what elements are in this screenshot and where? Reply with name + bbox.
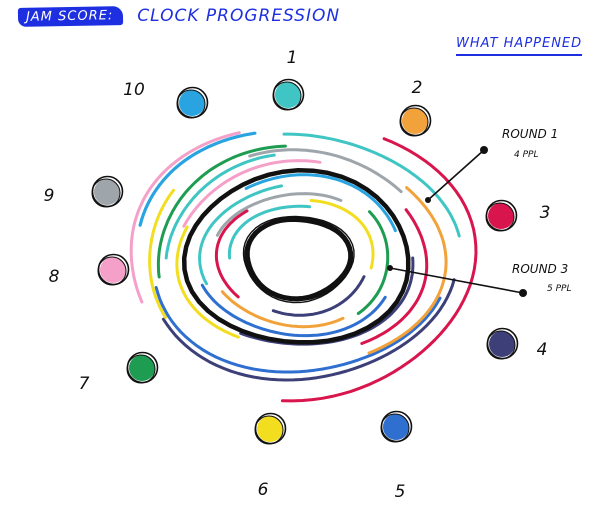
participant-marker-9: 9	[44, 175, 124, 208]
spiral-arc-1	[198, 184, 283, 286]
participant-number-3: 3	[540, 203, 551, 223]
spiral-arc-4	[161, 278, 456, 382]
spiral-arc-6	[175, 225, 240, 339]
page-title: CLOCK PROGRESSION	[137, 6, 341, 26]
participant-ring-inner-3	[485, 202, 515, 232]
spiral-arc-6	[148, 188, 175, 319]
participant-markers: 1 2 3 4 5 6 7 8 9 10	[44, 48, 551, 502]
participant-number-5: 5	[395, 482, 406, 502]
participant-dot-10	[179, 90, 205, 116]
round3-label: ROUND 3	[512, 262, 568, 276]
spiral-arc-1	[282, 132, 461, 238]
participant-marker-7: 7	[79, 351, 159, 394]
participant-number-7: 7	[79, 374, 90, 394]
spiral-arc-9	[215, 192, 343, 237]
participant-number-10: 10	[123, 80, 145, 100]
round-boundary-line	[244, 216, 354, 302]
participant-marker-6: 6	[254, 412, 287, 500]
round3-pointer-end	[519, 289, 527, 297]
participant-dot-5	[383, 414, 409, 440]
round-annotations: ROUND 1 4 PPL ROUND 3 5 PPL	[387, 127, 571, 297]
participant-dot-3	[488, 203, 514, 229]
participant-ring-inner-10	[176, 89, 206, 119]
round1-detail: 4 PPL	[514, 150, 538, 160]
spiral-arc-1	[164, 153, 276, 260]
spiral-arc-10	[244, 173, 397, 233]
spiral-arc-8	[129, 131, 241, 304]
spiral-arc-7	[356, 210, 390, 315]
inner-sketch-line	[242, 215, 355, 304]
spiral-arc-8	[182, 159, 322, 228]
participant-number-4: 4	[537, 340, 548, 360]
participant-dot-1	[275, 82, 301, 108]
participant-marker-1: 1	[272, 48, 305, 111]
spiral-arc-7	[156, 144, 287, 279]
participant-ring-inner-7	[126, 354, 156, 384]
participant-ring-inner-2	[399, 107, 429, 137]
spiral-arc-5	[200, 283, 387, 338]
participant-ring-inner-8	[97, 256, 127, 286]
participant-dot-4	[489, 331, 515, 357]
participant-ring-inner-6	[254, 415, 284, 445]
participant-marker-5: 5	[380, 410, 413, 502]
participant-marker-4: 4	[486, 327, 548, 360]
participant-ring-inner-4	[486, 330, 516, 360]
participant-number-8: 8	[49, 267, 60, 287]
round1-pointer-line	[427, 149, 485, 201]
inner-sketch-line	[248, 220, 351, 299]
participant-ring-inner-9	[91, 178, 121, 208]
participant-dot-7	[129, 355, 155, 381]
spiral-arc-6	[309, 198, 375, 270]
participant-number-9: 9	[44, 186, 55, 206]
spiral-arc-4	[271, 275, 366, 317]
round-boundary-line	[181, 168, 411, 345]
spiral-arc-1	[227, 204, 312, 260]
participant-ring-inner-1	[272, 81, 302, 111]
participant-marker-3: 3	[485, 199, 551, 232]
participant-ring-inner-5	[380, 413, 410, 443]
spiral-arc-9	[248, 148, 403, 194]
participant-marker-10: 10	[123, 80, 209, 119]
spiral-arc-3	[280, 137, 478, 403]
participant-marker-8: 8	[49, 253, 130, 287]
participant-number-2: 2	[412, 78, 423, 98]
participant-dot-2	[402, 108, 428, 134]
spiral-arc-5	[154, 286, 442, 374]
what-happened-link[interactable]: WHAT HAPPENED	[456, 36, 583, 56]
round3-detail: 5 PPL	[547, 284, 571, 294]
round3-pointer-line	[389, 267, 524, 294]
spiral-arcs	[129, 131, 478, 403]
round1-pointer-start	[425, 197, 431, 203]
round3-pointer-start	[387, 265, 393, 271]
spiral-arc-2	[220, 290, 345, 329]
round1-pointer-end	[480, 146, 488, 154]
participant-number-1: 1	[287, 48, 298, 68]
spiral-arc-3	[360, 208, 429, 345]
spiral-arc-3	[214, 209, 249, 299]
participant-dot-9	[94, 179, 120, 205]
participant-dot-6	[257, 416, 283, 442]
participant-dot-8	[100, 257, 126, 283]
header: JAM SCORE: CLOCK PROGRESSION	[17, 5, 341, 27]
participant-marker-2: 2	[399, 78, 432, 137]
round1-label: ROUND 1	[502, 127, 558, 141]
participant-number-6: 6	[258, 480, 269, 500]
spiral-arc-10	[138, 131, 257, 227]
